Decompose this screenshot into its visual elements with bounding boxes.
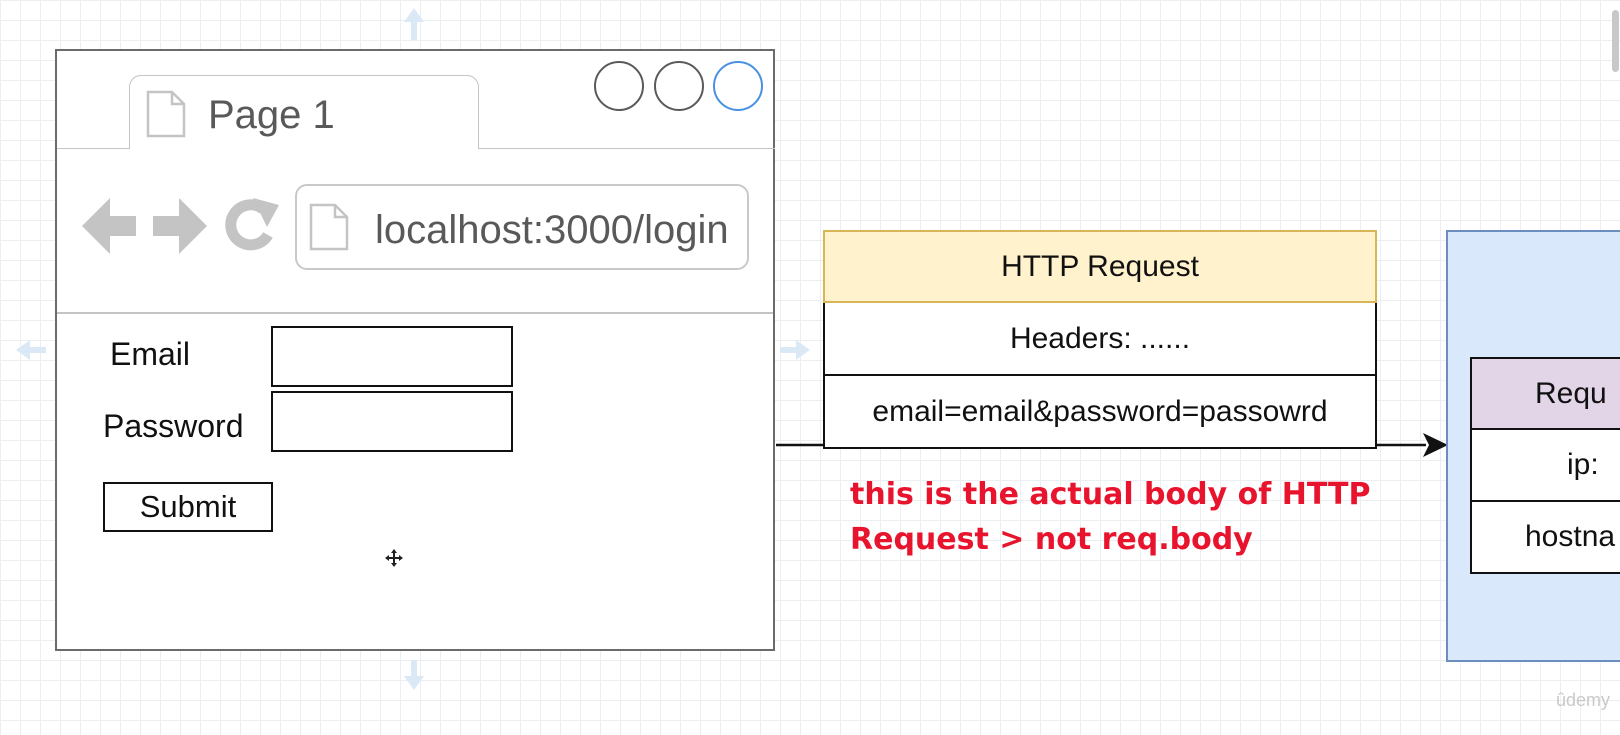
email-field[interactable]: [271, 326, 513, 387]
tab-label: Page 1: [208, 93, 335, 137]
window-button[interactable]: [594, 61, 644, 111]
http-request-box: HTTP Request Headers: ...... email=email…: [823, 230, 1377, 449]
http-request-title: HTTP Request: [823, 230, 1377, 303]
reload-icon[interactable]: [223, 195, 281, 257]
tab-bar-line: [57, 148, 130, 149]
toolbar-divider: [57, 312, 773, 314]
request-object-ip: ip:: [1470, 430, 1620, 502]
page-icon: [309, 203, 349, 251]
window-button[interactable]: [654, 61, 704, 111]
watermark: ûdemy: [1556, 690, 1611, 710]
hover-arrow-up-icon: [404, 8, 424, 40]
document-icon: [146, 90, 186, 138]
request-object-hostname: hostna: [1470, 502, 1620, 574]
http-request-headers: Headers: ......: [823, 303, 1377, 376]
tab-bar-line: [478, 148, 775, 149]
request-object-box: Requ ip: hostna: [1470, 357, 1620, 574]
annotation-line: Request > not req.body: [850, 522, 1253, 557]
window-button-active[interactable]: [713, 61, 763, 111]
browser-tab[interactable]: Page 1: [129, 75, 479, 149]
back-arrow-icon[interactable]: [80, 195, 138, 257]
address-url: localhost:3000/login: [375, 208, 729, 252]
address-bar[interactable]: localhost:3000/login: [295, 184, 749, 270]
hover-arrow-down-icon: [404, 660, 424, 690]
submit-button[interactable]: Submit: [103, 482, 273, 532]
vertical-scrollbar[interactable]: [1612, 10, 1619, 72]
annotation-note: this is the actual body of HTTP Request …: [850, 472, 1370, 562]
email-label: Email: [110, 336, 191, 372]
forward-arrow-icon[interactable]: [151, 195, 209, 257]
hover-arrow-left-icon: [16, 340, 46, 360]
browser-window: Page 1 localhost:3000/login Email Passwo…: [55, 49, 775, 651]
password-label: Password: [103, 408, 244, 444]
move-cursor-icon: [385, 549, 403, 567]
request-object-title: Requ: [1470, 357, 1620, 430]
http-request-body: email=email&password=passowrd: [823, 376, 1377, 449]
annotation-line: this is the actual body of HTTP: [850, 477, 1371, 512]
password-field[interactable]: [271, 391, 513, 452]
hover-arrow-right-icon: [780, 340, 810, 360]
